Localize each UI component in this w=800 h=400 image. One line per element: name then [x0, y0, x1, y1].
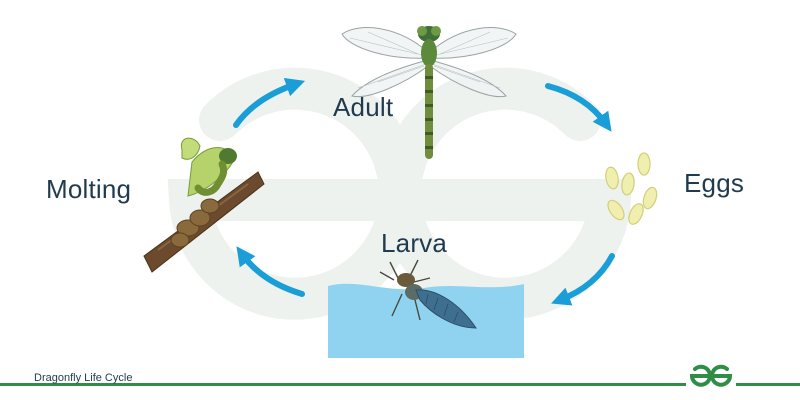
eggs-icon — [605, 152, 658, 225]
stage-label-adult: Adult — [333, 92, 394, 122]
stage-label-larva: Larva — [381, 228, 448, 258]
stage-label-eggs: Eggs — [684, 168, 745, 198]
footer-divider — [0, 383, 800, 386]
molting-dragonfly-icon — [143, 137, 265, 273]
larva-in-water-icon — [328, 259, 524, 358]
adult-dragonfly-icon — [341, 26, 517, 159]
stage-label-molting: Molting — [46, 174, 132, 204]
footer-caption: Dragonfly Life Cycle — [34, 372, 133, 384]
gfg-logo-icon — [686, 360, 736, 392]
